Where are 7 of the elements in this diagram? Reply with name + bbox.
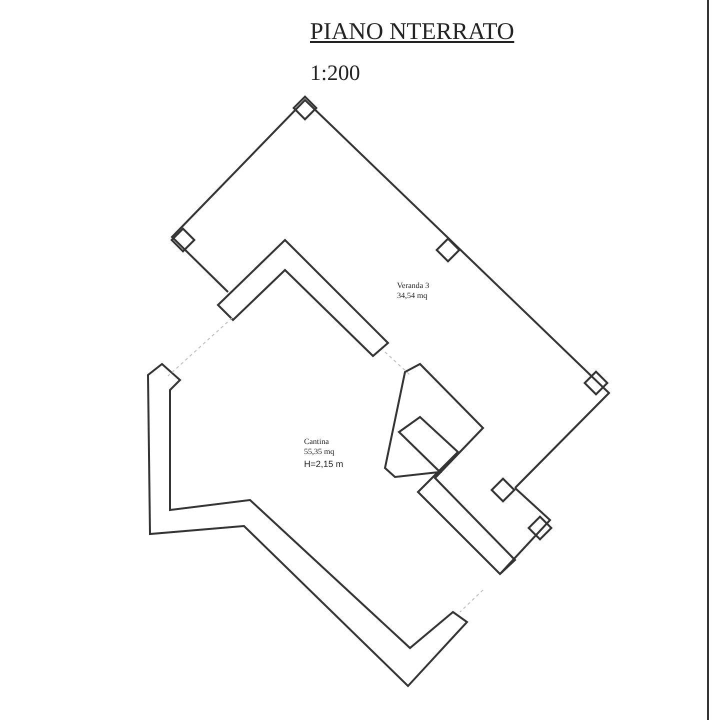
room-label: H=2,15 m [304, 460, 344, 469]
room-label: Veranda 3 [397, 282, 430, 290]
plan-title: PIANO NTERRATO [310, 18, 514, 47]
scale-label: 1:200 [310, 62, 360, 84]
room-label: 55,35 mq [304, 448, 334, 456]
room-label: 34,54 mq [397, 292, 428, 300]
room-label: Cantina [304, 438, 329, 446]
